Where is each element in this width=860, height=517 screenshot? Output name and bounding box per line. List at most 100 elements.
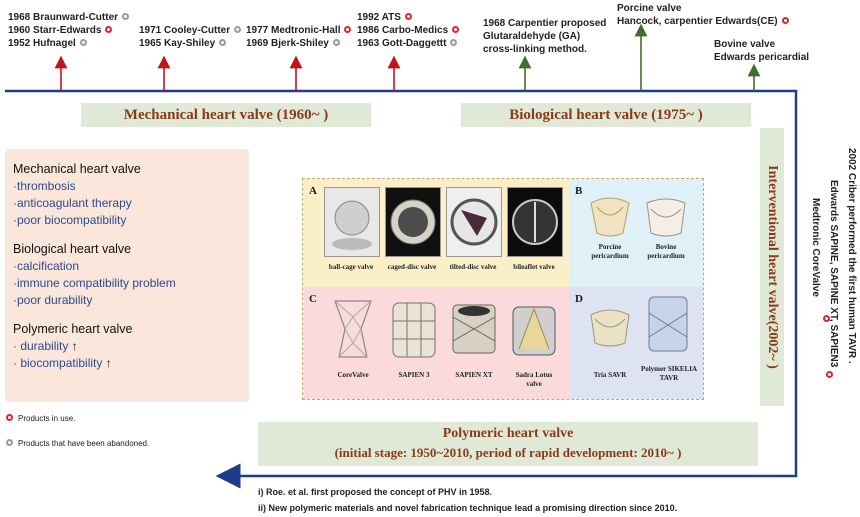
- tilted-disc-valve-image: [446, 187, 502, 257]
- label-group-4: 1992 ATS 1986 Carbo-Medics 1963 Gott-Dag…: [357, 11, 460, 50]
- abandoned-marker: [234, 25, 242, 33]
- tavr-note-line3: Medtronic CoreValve: [810, 198, 821, 297]
- in-use-marker-sapien: [826, 371, 833, 379]
- in-use-marker: [105, 25, 113, 33]
- label-group-2: 1971 Cooley-Cutter 1965 Kay-Shiley: [139, 24, 242, 50]
- in-use-marker: [452, 25, 460, 33]
- caption-bileaflet: bileaflet valve: [513, 263, 555, 271]
- bovine-valve-image: [646, 198, 686, 237]
- banner-polymeric-title: Polymeric heart valve: [442, 426, 574, 441]
- banner-polymeric-subtitle: (initial stage: 1950~2010, period of rap…: [334, 445, 682, 460]
- panel-a: A ball-cage valve caged-disc valve tilte…: [303, 179, 569, 287]
- valve-image-panel: A ball-cage valve caged-disc valve tilte…: [302, 178, 704, 400]
- label-group-5: 1968 Carpentier proposed Glutaraldehyde …: [483, 17, 606, 56]
- sadra-lotus-valve-image: [512, 306, 556, 356]
- label-hancock: Hancock, carpentier Edwards(CE): [617, 15, 789, 28]
- banner-polymeric: Polymeric heart valve (initial stage: 19…: [258, 422, 758, 466]
- legend: Products in use. Products that have been…: [6, 413, 149, 449]
- label-group-6: Porcine valve Hancock, carpentier Edward…: [617, 2, 789, 28]
- legend-abandoned: Products that have been abandoned.: [6, 438, 149, 449]
- abandoned-marker: [450, 38, 458, 46]
- panel-b: B Porcine pericardium Bovine pericardium: [569, 179, 703, 287]
- item-poor-durability: ·poor durability: [13, 293, 93, 307]
- caption-sapien3: SAPIEN 3: [398, 371, 430, 379]
- caption-corevalve: CoreValve: [337, 371, 369, 379]
- caption-ball-cage: ball-cage valve: [328, 263, 374, 271]
- caption-bovine: Bovine pericardium: [647, 243, 685, 260]
- label-1960-starr: 1960 Starr-Edwards: [8, 24, 129, 37]
- panel-a-letter: A: [309, 185, 317, 197]
- label-1952-hufnagel: 1952 Hufnagel: [8, 37, 129, 50]
- legend-in-use: Products in use.: [6, 413, 149, 424]
- section-title-mechanical: Mechanical heart valve: [13, 162, 141, 176]
- item-calcification: ·calcification: [13, 259, 80, 273]
- panel-c: C CoreValve SAPIEN 3 SAPIEN XT Sadra Lot…: [303, 287, 569, 399]
- panel-d-letter: D: [575, 293, 583, 305]
- label-1986-carbo: 1986 Carbo-Medics: [357, 24, 460, 37]
- caption-polymer-sikelia: Polymer SIKELIA TAVR: [640, 365, 698, 382]
- panel-d: D Tria SAVR Polymer SIKELIA TAVR: [569, 287, 703, 399]
- caged-disc-valve-image: [385, 187, 441, 257]
- polymer-sikelia-tavr-image: [648, 296, 688, 352]
- footnote-2: ii) New polymeric materials and novel fa…: [258, 503, 678, 513]
- label-edwards-pericardial: Edwards pericardial: [714, 52, 810, 63]
- sapien3-image: [392, 302, 436, 358]
- label-group-7: Bovine valve Edwards pericardial: [714, 38, 809, 64]
- label-carpentier-1: 1968 Carpentier proposed: [483, 18, 607, 29]
- banner-mechanical: Mechanical heart valve (1960~ ): [81, 103, 371, 127]
- bileaflet-valve-image: [507, 187, 563, 257]
- banner-biological: Biological heart valve (1975~ ): [461, 103, 751, 127]
- properties-panel: Mechanical heart valve ·thrombosis ·anti…: [5, 149, 249, 402]
- label-carpentier-3: cross-linking method.: [483, 44, 587, 55]
- abandoned-marker: [219, 38, 227, 46]
- label-1965-kay: 1965 Kay-Shiley: [139, 37, 241, 50]
- banner-interventional: Interventional heart valve(2002~ ): [765, 165, 780, 369]
- label-bovine: Bovine valve: [714, 39, 776, 50]
- in-use-marker-corevalve: [823, 315, 831, 323]
- item-poor-biocompat: ·poor biocompatibility: [13, 213, 127, 227]
- caption-caged-disc: caged-disc valve: [387, 263, 437, 271]
- panel-c-letter: C: [309, 293, 317, 305]
- sapien-xt-image: [452, 304, 496, 354]
- up-arrow-icon: ↑: [105, 356, 112, 370]
- caption-tria-savr: Tria SAVR: [593, 371, 627, 379]
- item-immune: ·immune compatibility problem: [13, 276, 176, 290]
- tavr-note-line1: 2002 Criber performed the first human TA…: [846, 148, 857, 364]
- label-group-3: 1977 Medtronic-Hall 1969 Bjerk-Shiley: [246, 24, 352, 50]
- ball-cage-valve-image: [324, 187, 380, 257]
- up-arrow-icon: ↑: [71, 339, 78, 353]
- abandoned-marker: [122, 12, 130, 20]
- banner-interventional-box: [760, 128, 784, 406]
- caption-sapien-xt: SAPIEN XT: [455, 371, 493, 379]
- item-durability: · durability ↑: [13, 339, 78, 353]
- abandoned-marker: [332, 38, 340, 46]
- section-title-biological: Biological heart valve: [13, 242, 132, 256]
- in-use-marker: [344, 25, 352, 33]
- caption-sadra-lotus: Sadra Lotus valve: [515, 371, 553, 388]
- label-1992-ats: 1992 ATS: [357, 11, 459, 24]
- label-1968-braunward: 1968 Braunward-Cutter: [8, 11, 130, 24]
- label-group-1: 1968 Braunward-Cutter 1960 Starr-Edwards…: [8, 11, 130, 50]
- timeline-line: [5, 89, 798, 489]
- label-1969-bjerk: 1969 Bjerk-Shiley: [246, 37, 351, 50]
- label-1971-cooley: 1971 Cooley-Cutter: [139, 24, 242, 37]
- abandoned-marker: [6, 439, 13, 447]
- panel-b-letter: B: [575, 185, 583, 197]
- item-biocompat: · biocompatibility ↑: [13, 356, 112, 370]
- item-anticoagulant: ·anticoagulant therapy: [13, 196, 132, 210]
- in-use-marker: [781, 16, 789, 24]
- corevalve-image: [334, 300, 372, 358]
- tria-savr-image: [590, 309, 630, 347]
- porcine-valve-image: [590, 197, 630, 237]
- caption-tilted-disc: tilted-disc valve: [449, 263, 497, 271]
- label-porcine: Porcine valve: [617, 3, 682, 14]
- caption-porcine: Porcine pericardium: [591, 243, 629, 260]
- in-use-marker: [6, 414, 13, 422]
- section-title-polymeric: Polymeric heart valve: [13, 322, 133, 336]
- abandoned-marker: [79, 38, 87, 46]
- label-1963-gott: 1963 Gott-Daggettt: [357, 37, 459, 50]
- tavr-note-line2: Edwards SAPINE, SAPINE XT, SAPIEN3: [828, 180, 839, 368]
- footnote-1: i) Roe. et al. first proposed the concep…: [258, 487, 493, 497]
- label-carpentier-2: Glutaraldehyde (GA): [483, 31, 581, 42]
